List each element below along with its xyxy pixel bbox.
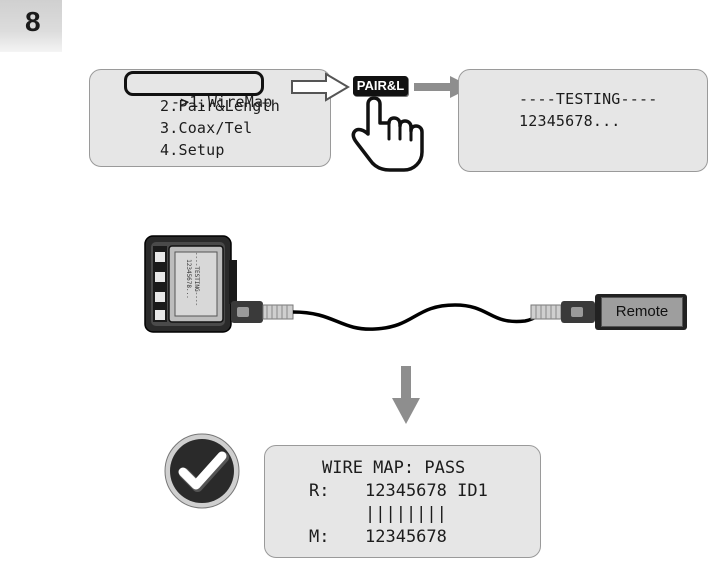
step-number-box: 8	[0, 0, 62, 52]
result-remote-value: 12345678 ID1	[365, 481, 488, 501]
down-arrow-icon	[392, 366, 420, 424]
menu-item-pair-length[interactable]: 2.Pair&Length	[160, 97, 280, 115]
remote-unit: Remote	[595, 294, 687, 330]
menu-item-wiremap[interactable]: ->1.WireMap	[134, 75, 272, 129]
pair-length-button-label: PAIR&L	[356, 78, 405, 93]
step-number: 8	[25, 6, 41, 37]
testing-screen: ----TESTING---- 12345678...	[458, 69, 708, 172]
network-cable	[231, 301, 595, 331]
result-main-label: M:	[309, 527, 330, 547]
menu-item-setup[interactable]: 4.Setup	[160, 141, 225, 159]
menu-selection-highlight	[124, 71, 264, 96]
menu-screen: ->1.WireMap 2.Pair&Length 3.Coax/Tel 4.S…	[89, 69, 331, 167]
hollow-arrow-icon	[291, 72, 350, 102]
pointing-hand-icon	[351, 96, 424, 172]
menu-cursor: ->	[170, 93, 190, 111]
device-screen-line1: ----TESTING----	[193, 251, 200, 307]
result-status: WIRE MAP: PASS	[322, 458, 466, 478]
remote-label: Remote	[615, 303, 669, 320]
pair-length-button[interactable]: PAIR&L	[353, 76, 408, 96]
checkmark-pass-icon	[164, 433, 240, 509]
remote-label-plate: Remote	[601, 297, 683, 327]
device-screen-text: ----TESTING---- 12345678...	[168, 245, 212, 309]
result-remote-label: R:	[309, 481, 330, 501]
menu-item-label: 1.WireMap	[189, 93, 273, 111]
menu-item-coax-tel[interactable]: 3.Coax/Tel	[160, 119, 253, 137]
result-wire-links: ||||||||	[365, 504, 447, 524]
testing-progress: 12345678...	[519, 112, 621, 130]
cable-tester-device	[144, 235, 237, 333]
testing-title: ----TESTING----	[519, 90, 658, 108]
device-screen-line2: 12345678...	[185, 259, 192, 299]
result-main-value: 12345678	[365, 527, 447, 547]
result-screen: WIRE MAP: PASS R: 12345678 ID1 |||||||| …	[264, 445, 541, 558]
